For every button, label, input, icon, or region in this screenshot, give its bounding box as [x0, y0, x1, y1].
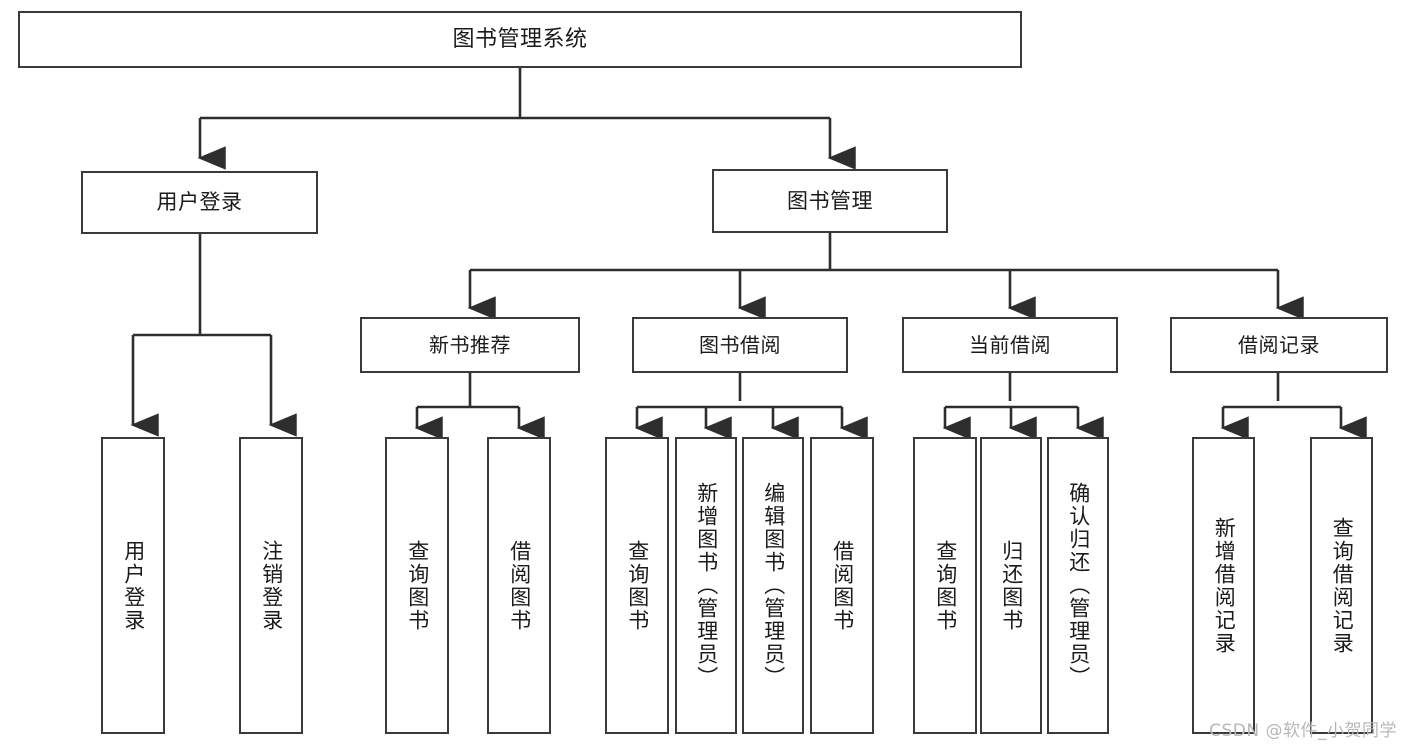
node-leaf-user-login[interactable]: 用户登录	[101, 437, 165, 734]
node-leaf-query-book-1[interactable]: 查询图书	[385, 437, 449, 734]
node-borrow-record-label: 借阅记录	[1238, 332, 1320, 357]
node-leaf-add-record[interactable]: 新增借阅记录	[1192, 437, 1255, 734]
node-leaf-query-book-2-label: 查询图书	[625, 539, 650, 632]
node-leaf-confirm-return[interactable]: 确认归还（管理员）	[1047, 437, 1109, 734]
node-leaf-add-record-label: 新增借阅记录	[1212, 516, 1237, 655]
node-user-login[interactable]: 用户登录	[81, 171, 318, 234]
node-book-borrow[interactable]: 图书借阅	[632, 317, 848, 373]
node-leaf-user-logout-label: 注销登录	[259, 539, 284, 632]
node-book-manage[interactable]: 图书管理	[712, 169, 948, 233]
node-leaf-user-login-label: 用户登录	[121, 539, 146, 632]
node-root[interactable]: 图书管理系统	[18, 11, 1022, 68]
node-leaf-borrow-book-2-label: 借阅图书	[830, 539, 855, 632]
node-leaf-user-logout[interactable]: 注销登录	[239, 437, 303, 734]
node-leaf-return-book-label: 归还图书	[999, 539, 1024, 632]
node-leaf-query-book-3-label: 查询图书	[933, 539, 958, 632]
node-current-borrow-label: 当前借阅	[969, 332, 1051, 357]
node-leaf-add-book-label: 新增图书（管理员）	[694, 482, 719, 689]
node-leaf-query-book-2[interactable]: 查询图书	[605, 437, 669, 734]
node-leaf-return-book[interactable]: 归还图书	[980, 437, 1042, 734]
node-new-book-recommend[interactable]: 新书推荐	[360, 317, 580, 373]
node-leaf-query-record[interactable]: 查询借阅记录	[1310, 437, 1373, 734]
node-leaf-edit-book[interactable]: 编辑图书（管理员）	[742, 437, 804, 734]
node-leaf-query-book-1-label: 查询图书	[405, 539, 430, 632]
node-book-manage-label: 图书管理	[787, 188, 873, 213]
csdn-watermark: CSDN @软件_小贺同学	[1209, 721, 1397, 741]
node-leaf-edit-book-label: 编辑图书（管理员）	[761, 482, 786, 689]
node-leaf-add-book[interactable]: 新增图书（管理员）	[675, 437, 737, 734]
node-leaf-query-record-label: 查询借阅记录	[1330, 516, 1355, 655]
node-leaf-query-book-3[interactable]: 查询图书	[913, 437, 977, 734]
node-leaf-confirm-return-label: 确认归还（管理员）	[1066, 482, 1091, 689]
node-current-borrow[interactable]: 当前借阅	[902, 317, 1118, 373]
node-leaf-borrow-book-1-label: 借阅图书	[507, 539, 532, 632]
node-book-borrow-label: 图书借阅	[699, 332, 781, 357]
node-root-label: 图书管理系统	[452, 26, 588, 52]
node-user-login-label: 用户登录	[156, 190, 243, 215]
node-new-book-recommend-label: 新书推荐	[429, 332, 511, 357]
node-borrow-record[interactable]: 借阅记录	[1170, 317, 1388, 373]
node-leaf-borrow-book-1[interactable]: 借阅图书	[487, 437, 551, 734]
node-leaf-borrow-book-2[interactable]: 借阅图书	[810, 437, 874, 734]
